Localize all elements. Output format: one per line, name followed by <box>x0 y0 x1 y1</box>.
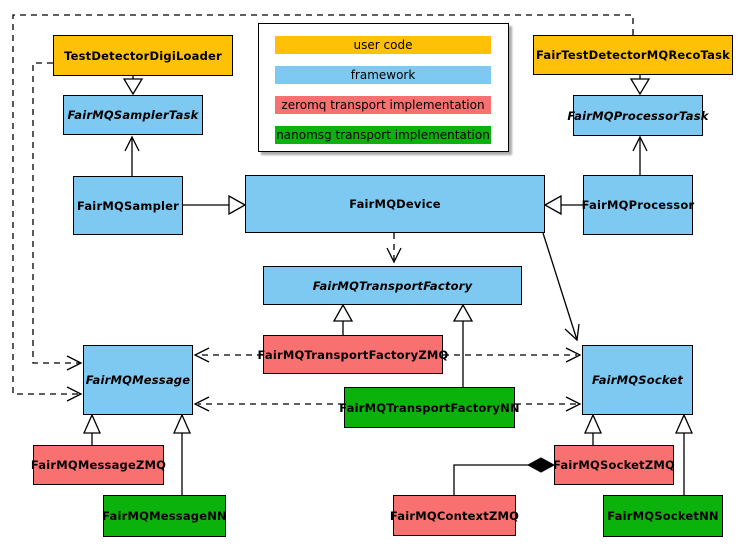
edge-digiloader-depends-message <box>32 62 83 371</box>
class-box-fairtestdetectormqrecotask: FairTestDetectorMQRecoTask <box>533 35 733 75</box>
class-box-fairmqtransportfactoryzmq: FairMQTransportFactoryZMQ <box>258 335 448 374</box>
edge-socketzmq-inherits-socket <box>583 413 603 445</box>
class-box-fairmqtransportfactory: FairMQTransportFactory <box>263 266 522 305</box>
class-box-fairmqsocket: FairMQSocket <box>582 345 693 415</box>
legend-item-zeromq: zeromq transport implementation <box>275 96 491 114</box>
edge-sampler-uses-samplertask <box>124 135 140 176</box>
edge-contextzmq-composition-socketzmq <box>453 457 556 495</box>
edge-device-uses-socket <box>542 232 580 342</box>
legend-item-user-code: user code <box>275 36 491 54</box>
edge-messagezmq-inherits-message <box>82 413 102 445</box>
class-box-fairmqmessagezmq: FairMQMessageZMQ <box>31 445 166 485</box>
edge-processor-inherits-device <box>543 194 583 216</box>
edge-processor-uses-processortask <box>632 135 648 175</box>
class-box-fairmqmessagenn: FairMQMessageNN <box>102 495 227 537</box>
edge-socketnn-inherits-socket <box>674 413 694 495</box>
class-box-fairmqtransportfactorynn: FairMQTransportFactoryNN <box>339 387 520 428</box>
edge-tfnn-depends-socket <box>515 396 582 412</box>
edge-digiloader-inherits-samplertask <box>122 76 144 96</box>
edge-messagenn-inherits-message <box>172 413 192 495</box>
edge-recotask-depends-message <box>12 14 634 402</box>
class-box-fairmqcontextzmq: FairMQContextZMQ <box>390 495 519 536</box>
class-box-fairmqsocketnn: FairMQSocketNN <box>603 495 723 537</box>
legend: user code framework zeromq transport imp… <box>258 23 509 152</box>
edge-tfzmq-depends-message <box>193 347 263 363</box>
edge-device-depends-transportfactory <box>386 233 402 264</box>
edge-tfzmq-depends-socket <box>443 347 582 363</box>
class-box-testdetectordigiloader: TestDetectorDigiLoader <box>53 35 233 76</box>
edge-recotask-inherits-processortask <box>629 75 651 96</box>
edge-tfzmq-inherits-transportfactory <box>332 303 354 335</box>
edge-tfnn-inherits-transportfactory <box>452 303 474 387</box>
class-box-fairmqsampler: FairMQSampler <box>73 176 183 235</box>
class-box-fairmqprocessortask: FairMQProcessorTask <box>567 95 708 136</box>
edge-tfnn-depends-message <box>193 396 344 412</box>
legend-item-nanomsg: nanomsg transport implementation <box>275 126 491 144</box>
class-box-fairmqsamplertask: FairMQSamplerTask <box>63 95 203 135</box>
class-box-fairmqdevice: FairMQDevice <box>245 175 545 233</box>
edge-sampler-inherits-device <box>183 194 247 216</box>
class-box-fairmqprocessor: FairMQProcessor <box>582 175 694 235</box>
legend-item-framework: framework <box>275 66 491 84</box>
class-box-fairmqmessage: FairMQMessage <box>83 345 193 415</box>
class-box-fairmqsocketzmq: FairMQSocketZMQ <box>553 445 675 485</box>
